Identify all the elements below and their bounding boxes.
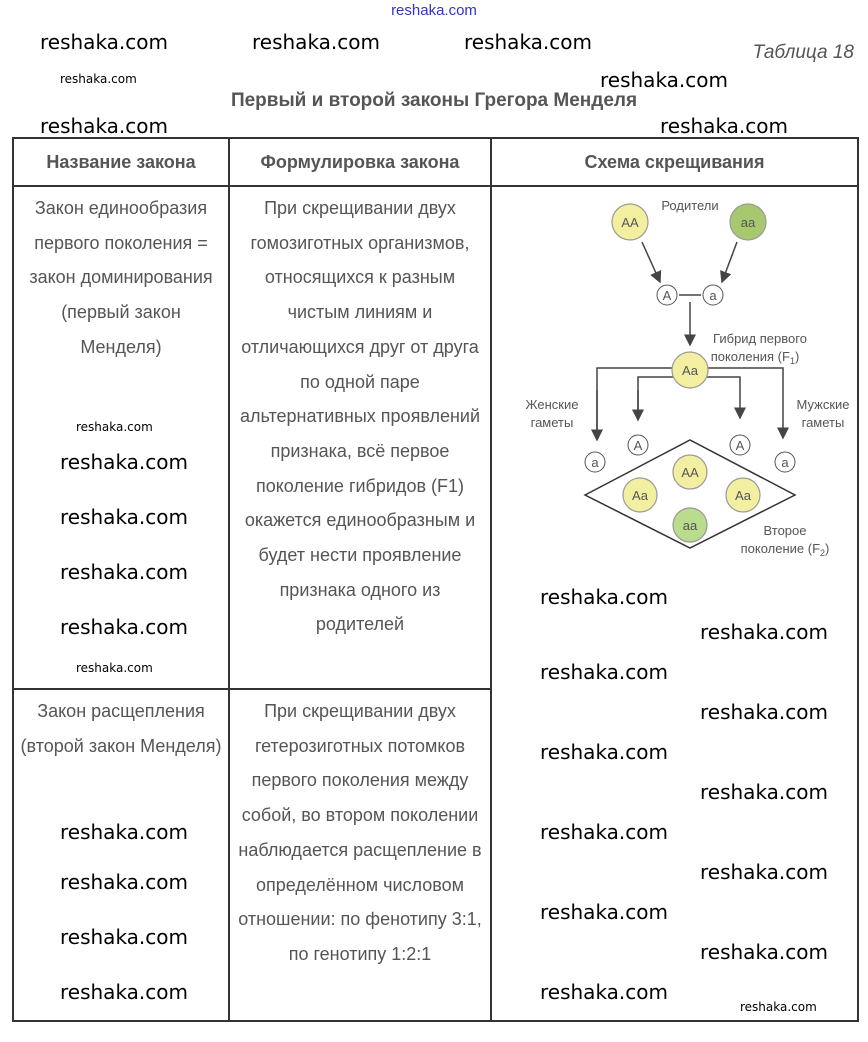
table-number: Таблица 18: [752, 42, 854, 63]
watermark: reshaka.com: [464, 30, 592, 54]
watermark: reshaka.com: [700, 940, 828, 964]
watermark: reshaka.com: [540, 980, 668, 1004]
watermark: reshaka.com: [40, 30, 168, 54]
f2-genotype: AA: [681, 465, 699, 480]
watermark: reshaka.com: [700, 620, 828, 644]
watermark: reshaka.com: [60, 450, 188, 474]
parent2-genotype: aa: [741, 215, 756, 230]
watermark: reshaka.com: [700, 700, 828, 724]
watermark: reshaka.com: [540, 660, 668, 684]
f2-circle: [725, 477, 761, 513]
gamete-circle: [702, 284, 724, 306]
parent1-genotype: AA: [621, 215, 639, 230]
watermark: reshaka.com: [60, 72, 137, 86]
page-title: Первый и второй законы Грегора Менделя: [230, 90, 638, 111]
watermark: reshaka.com: [660, 114, 788, 138]
hybrid-label: Гибрид первого: [713, 331, 807, 346]
gamete-circle: [774, 451, 796, 473]
parent-circle: [611, 203, 649, 241]
header-formulation: Формулировка закона: [228, 137, 492, 187]
header-scheme: Схема скрещивания: [490, 137, 859, 187]
f2-circle: [672, 454, 708, 490]
watermark: reshaka.com: [40, 114, 168, 138]
watermark: reshaka.com: [740, 1000, 817, 1014]
f2-genotype: aa: [683, 518, 698, 533]
gamete-circle: [729, 434, 751, 456]
watermark: reshaka.com: [60, 925, 188, 949]
watermark: reshaka.com: [600, 68, 728, 92]
male-gametes-label: гаметы: [802, 415, 845, 430]
gamete: a: [709, 288, 717, 303]
watermark: reshaka.com: [540, 900, 668, 924]
watermark: reshaka.com: [76, 661, 153, 675]
gamete-circle: [627, 434, 649, 456]
mendel-laws-table: Название закона Формулировка закона Схем…: [12, 137, 859, 1022]
hybrid-circle: [671, 351, 709, 389]
watermark: reshaka.com: [60, 980, 188, 1004]
law-name: Закон расщепления (второй закон Менделя): [12, 688, 230, 1022]
crossing-diagram: Родители AA aa A a Гибрид первого поколе…: [526, 198, 850, 558]
second-generation-label: Второе: [764, 523, 807, 538]
f2-genotype: Aa: [632, 488, 649, 503]
second-generation-label: поколение (F2): [741, 541, 830, 558]
watermark: reshaka.com: [60, 505, 188, 529]
gamete-circle: [656, 284, 678, 306]
hybrid-label: поколения (F1): [711, 349, 800, 366]
table-row: Закон расщепления (второй закон Менделя)…: [12, 688, 858, 1022]
watermark: reshaka.com: [700, 860, 828, 884]
parent-circle: [729, 203, 767, 241]
watermark: reshaka.com: [60, 615, 188, 639]
parents-label: Родители: [661, 198, 718, 213]
law-name: Закон единообразия первого поколения = з…: [12, 185, 230, 690]
table-header-row: Название закона Формулировка закона Схем…: [12, 137, 859, 187]
arrow: [720, 241, 738, 284]
gamete: a: [591, 455, 599, 470]
watermark: reshaka.com: [252, 30, 380, 54]
watermark: reshaka.com: [540, 740, 668, 764]
female-gametes-label: гаметы: [531, 415, 574, 430]
watermark: reshaka.com: [700, 780, 828, 804]
watermark: reshaka.com: [540, 585, 668, 609]
f2-circle: [672, 507, 708, 543]
f2-genotype: Aa: [735, 488, 752, 503]
watermark: reshaka.com: [76, 420, 153, 434]
male-gametes-label: Мужские: [797, 397, 850, 412]
gamete: A: [663, 288, 672, 303]
female-gametes-label: Женские: [526, 397, 579, 412]
crossing-scheme-cell: [490, 185, 859, 1022]
f2-circle: [622, 477, 658, 513]
watermark: reshaka.com: [60, 560, 188, 584]
watermark: reshaka.com: [60, 820, 188, 844]
arrow: [641, 241, 662, 284]
gamete: A: [634, 438, 643, 453]
table-row: Закон единообразия первого поколения = з…: [12, 185, 859, 1022]
header-law-name: Название закона: [12, 137, 230, 187]
watermark: reshaka.com: [540, 820, 668, 844]
watermark: reshaka.com: [60, 870, 188, 894]
site-link[interactable]: reshaka.com: [391, 2, 477, 19]
hybrid-genotype: Aa: [682, 363, 699, 378]
gamete: a: [781, 455, 789, 470]
gamete-circle: [584, 451, 606, 473]
law-formulation: При скрещивании двух гомозиготных органи…: [228, 185, 492, 690]
f2-diamond: [583, 439, 797, 549]
gamete: A: [736, 438, 745, 453]
law-formulation: При скрещивании двух гетерозиготных пото…: [228, 688, 492, 1022]
